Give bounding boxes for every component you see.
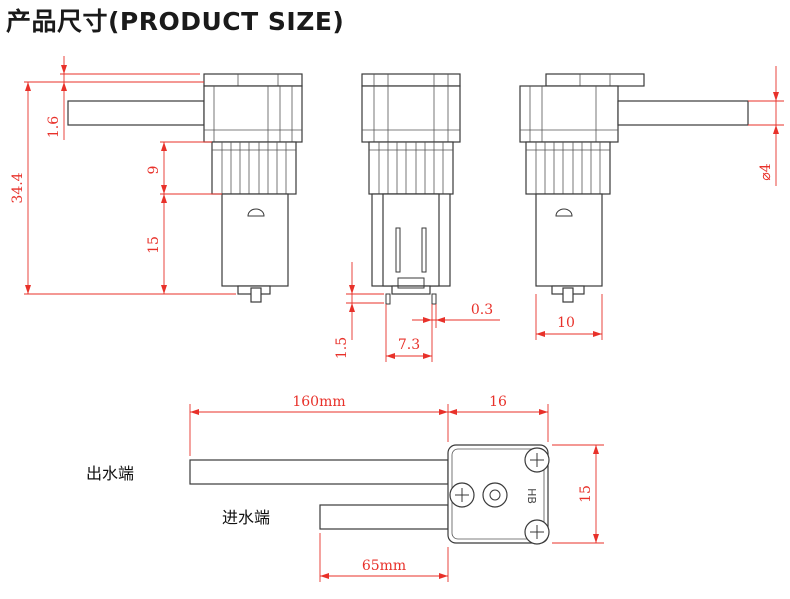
page-title: 产品尺寸(PRODUCT SIZE)	[6, 7, 345, 36]
side-motor-flat	[382, 193, 440, 287]
top-view: HB	[189, 444, 550, 545]
dim-total-height: 34.4	[10, 172, 26, 203]
motor-terminal	[250, 287, 262, 303]
dim-terminal-height: 1.5	[334, 337, 350, 359]
motor-can	[221, 193, 289, 287]
pump-head-block	[203, 85, 303, 143]
dim-tube-offset: 1.6	[46, 116, 62, 138]
motor-vent-mark	[247, 208, 265, 217]
rear-gearbox	[525, 141, 611, 195]
dim-motor-height: 15	[146, 236, 162, 254]
rear-cap-top	[545, 73, 645, 87]
side-dimensions: 1.5 7.3 0.3	[334, 262, 500, 362]
outlet-tube	[189, 459, 449, 485]
top-dimensions: 160mm 16 15 65mm	[189, 394, 604, 582]
side-end-cap	[391, 285, 431, 295]
side-view	[361, 73, 461, 305]
dim-terminal-gap: 0.3	[471, 302, 493, 318]
rear-head-block	[519, 85, 619, 143]
rear-inlet-tube	[617, 100, 749, 126]
inlet-tube	[319, 504, 449, 530]
brand-mark: HB	[525, 488, 538, 504]
dim-tube-diameter: ⌀4	[758, 163, 774, 180]
pump-center-hub	[482, 482, 508, 508]
side-head-block	[361, 85, 461, 143]
dim-head-length: 16	[489, 394, 507, 410]
dim-head-width: 15	[578, 485, 594, 503]
front-dimensions: 34.4 1.6 9 15	[10, 56, 236, 295]
gearbox-ridged	[211, 141, 297, 195]
front-view	[67, 73, 303, 303]
outlet-label: 出水端	[86, 464, 134, 483]
rear-dimensions: ⌀4 10	[535, 66, 784, 340]
side-cap-top	[361, 73, 461, 87]
rear-terminal	[562, 287, 574, 303]
dim-motor-width: 10	[557, 315, 575, 331]
side-terminal-right	[431, 293, 437, 305]
rear-motor-can	[535, 193, 603, 287]
dim-outlet-length: 160mm	[292, 394, 345, 410]
dim-inlet-length: 65mm	[362, 558, 406, 574]
side-terminal-left	[385, 293, 391, 305]
inlet-label: 进水端	[222, 508, 270, 527]
rear-view	[519, 73, 749, 303]
side-gearbox	[368, 141, 454, 195]
dim-gear-height: 9	[146, 166, 162, 175]
outlet-tube-side	[67, 100, 205, 126]
dim-terminal-width: 7.3	[398, 337, 420, 353]
pump-cap-top	[203, 73, 303, 87]
